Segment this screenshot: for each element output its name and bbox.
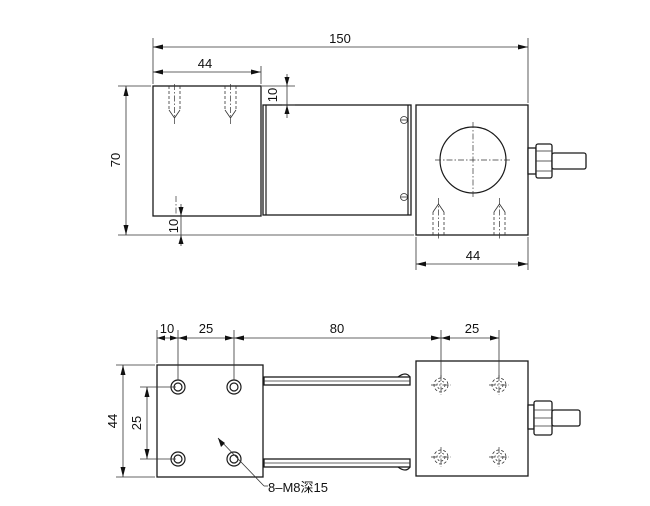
callout-leader: [217, 437, 268, 487]
left-plate: [156, 364, 264, 478]
dim-fixed-block: 44: [153, 56, 262, 84]
dim-label-25-left: 25: [199, 321, 213, 336]
dim-total-length: 150: [152, 31, 529, 103]
hidden-hole-icon: [431, 375, 451, 395]
dim-label-10-top: 10: [265, 88, 280, 102]
dim-label-70: 70: [108, 153, 123, 167]
right-threaded-holes: [432, 198, 506, 240]
left-threaded-holes: [168, 84, 237, 216]
front-view: 150 44 10 70: [108, 31, 587, 270]
hidden-hole-icon: [489, 447, 509, 467]
dim-label-44-plan: 44: [105, 414, 120, 428]
dim-top-offset: 10: [262, 74, 295, 118]
thread-callout: 8–M8深15: [268, 480, 328, 495]
dim-bottom-offset: 10: [166, 204, 184, 246]
dim-label-25-right: 25: [465, 321, 479, 336]
right-mounting-block: [415, 104, 529, 236]
bending-beam: [262, 104, 412, 216]
dim-plan-hole-pitch-y: 25: [129, 386, 176, 460]
right-mounting-holes: [431, 375, 509, 467]
right-plate: [415, 360, 529, 477]
cable-connector-plan: [527, 400, 581, 436]
plan-view: 10 25 80 25 44 25 8–M8深15: [105, 321, 581, 495]
dim-label-25-vertical: 25: [129, 416, 144, 430]
dim-label-44-bottom: 44: [466, 248, 480, 263]
dim-label-10-plan: 10: [160, 321, 174, 336]
dim-label-80: 80: [330, 321, 344, 336]
dim-right-block: 44: [415, 237, 529, 270]
beam-screws: [400, 116, 408, 201]
dim-label-150: 150: [329, 31, 351, 46]
hidden-hole-icon: [431, 447, 451, 467]
dim-plan-width: 44: [105, 364, 155, 478]
left-mounting-block: [152, 85, 262, 217]
dim-label-10-bottom: 10: [166, 219, 181, 233]
dim-label-44-top: 44: [198, 56, 212, 71]
dim-height: 70: [108, 85, 414, 236]
cable-connector: [527, 143, 587, 179]
plan-dim-arrows: [157, 335, 499, 341]
